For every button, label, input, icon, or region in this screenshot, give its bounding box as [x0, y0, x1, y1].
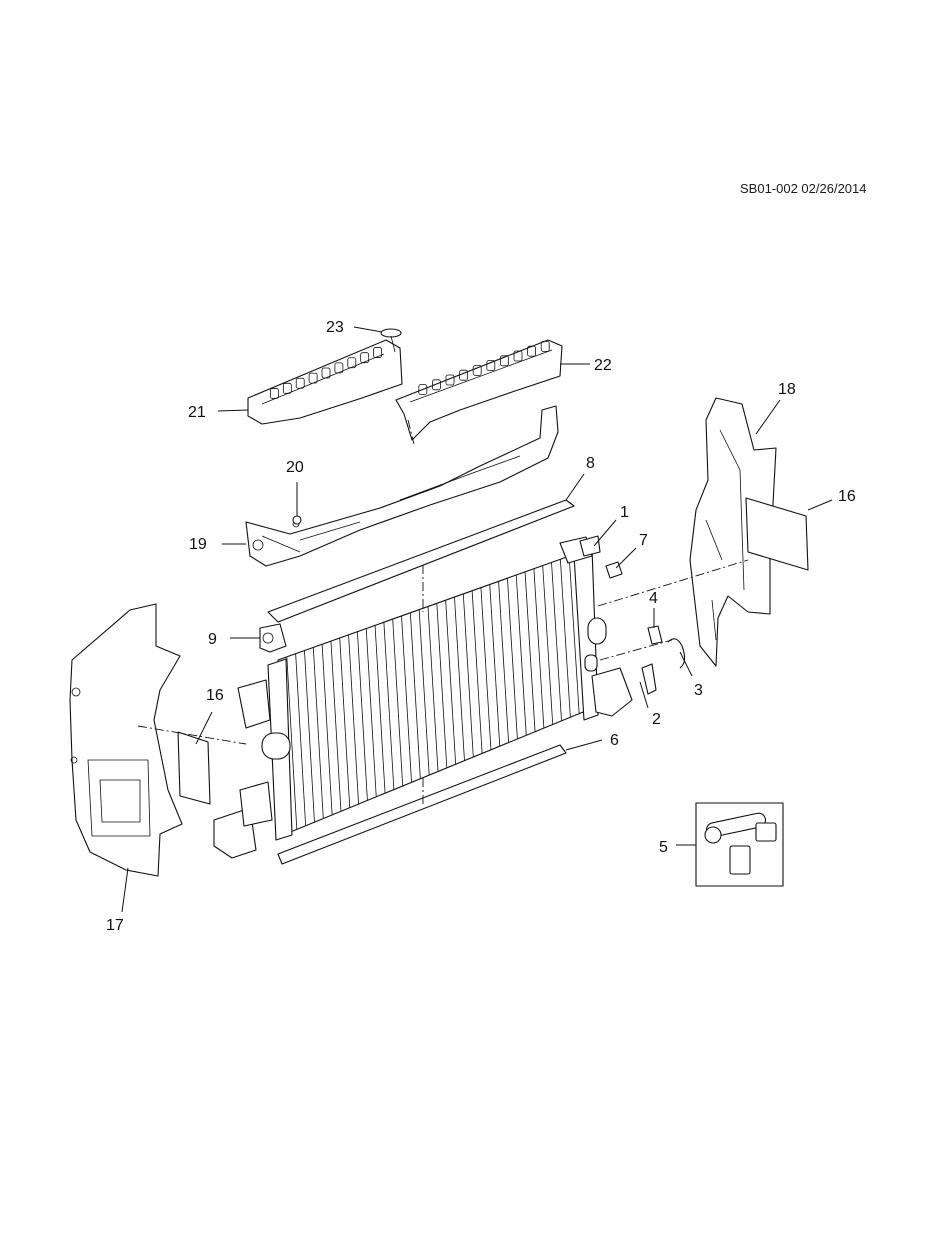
radiator-fin	[295, 653, 307, 826]
radiator-fin	[330, 641, 342, 812]
deflector-slat	[321, 367, 331, 379]
deflector-slat	[499, 355, 509, 367]
callout-labels: 1 2 3 4 5 6 7 8 9 16 16 17 18 19 20 21 2…	[106, 319, 856, 934]
deflector-slat	[270, 388, 279, 399]
radiator-fin	[559, 559, 571, 718]
leader-lines	[121, 326, 833, 913]
deflector-slat	[445, 374, 455, 386]
radiator-fin	[462, 593, 474, 758]
radiator-fin	[392, 619, 404, 786]
left-side-seal-part-16	[177, 731, 211, 805]
push-pin-part-20	[292, 515, 302, 525]
radiator-fin	[480, 587, 492, 750]
upper-deflector-left-part-21	[247, 339, 403, 425]
callout-16-right: 16	[838, 488, 856, 505]
radiator-fin	[568, 556, 580, 714]
callout-19: 19	[189, 536, 207, 553]
radiator-fin	[489, 584, 501, 747]
callout-22: 22	[594, 357, 612, 374]
radiator-fin	[374, 625, 386, 794]
callout-2: 2	[652, 711, 661, 728]
sensor-part-2	[641, 663, 657, 695]
radiator-fin	[409, 612, 421, 779]
hardware-kit-part-5	[695, 802, 784, 887]
callout-9: 9	[208, 631, 217, 648]
deflector-slat	[334, 362, 344, 374]
callout-3: 3	[694, 682, 703, 699]
radiator-fin	[551, 562, 562, 721]
callout-21: 21	[188, 404, 206, 421]
deflector-slat	[431, 379, 441, 391]
callout-20: 20	[286, 459, 304, 476]
callout-8: 8	[586, 455, 595, 472]
radiator-fin	[542, 565, 554, 725]
radiator-fin	[418, 609, 430, 776]
radiator-fin	[471, 590, 483, 754]
deflector-slat	[308, 372, 318, 384]
callout-1: 1	[620, 504, 629, 521]
radiator-core	[213, 536, 633, 859]
radiator-mount-part-9	[259, 623, 287, 653]
deflector-slat	[513, 350, 523, 362]
deflector-slat	[459, 369, 469, 381]
push-pin-part-23	[380, 328, 402, 353]
deflector-slat	[373, 347, 382, 358]
right-side-seal-part-16	[745, 497, 809, 571]
radiator-fin	[304, 650, 315, 823]
lower-deflector-part-19	[245, 405, 559, 567]
radiator-fin	[445, 600, 457, 765]
deflector-slat	[282, 382, 292, 394]
deflector-slat	[418, 384, 428, 396]
callout-18: 18	[778, 381, 796, 398]
diagram-reference-code: SB01-002 02/26/2014	[740, 181, 867, 196]
bracket-part-1	[579, 535, 601, 557]
clip-part-3	[667, 638, 686, 669]
radiator-fin	[312, 647, 324, 819]
radiator-fin	[524, 571, 536, 732]
radiator-fin	[383, 622, 395, 790]
radiator-fin	[533, 568, 545, 729]
left-baffle-part-17	[69, 603, 183, 877]
callout-17: 17	[106, 917, 124, 934]
callout-6: 6	[610, 732, 619, 749]
callout-23: 23	[326, 319, 344, 336]
right-baffle-part-18	[689, 397, 777, 667]
upper-seal-part-8	[267, 499, 575, 623]
upper-deflector-right-part-22	[395, 339, 563, 441]
callout-7: 7	[639, 532, 648, 549]
plug-part-4	[647, 625, 663, 645]
deflector-slat	[486, 360, 496, 372]
radiator-fin	[339, 637, 351, 808]
deflector-slat	[540, 340, 550, 352]
deflector-slat	[360, 352, 370, 364]
radiator-fin	[498, 581, 509, 743]
callout-16-left: 16	[206, 687, 224, 704]
lower-seal-part-6	[277, 744, 567, 865]
deflector-slat	[527, 345, 536, 357]
radiator-fin	[357, 631, 368, 801]
callout-5: 5	[659, 839, 668, 856]
radiator-fin	[427, 606, 439, 772]
radiator-fin	[454, 597, 465, 761]
radiator-fin	[365, 628, 377, 797]
radiator-fin	[436, 603, 448, 768]
radiator-fin	[507, 578, 518, 739]
radiator-fin	[515, 575, 527, 736]
assembly-lines	[137, 419, 749, 806]
radiator-fin	[348, 634, 359, 805]
deflector-slat	[295, 377, 305, 389]
deflector-slat	[472, 364, 482, 376]
radiator-fin	[321, 644, 333, 815]
callout-4: 4	[649, 590, 658, 607]
radiator-fin	[286, 656, 298, 830]
radiator-fin	[401, 615, 412, 783]
deflector-slat	[347, 357, 357, 369]
